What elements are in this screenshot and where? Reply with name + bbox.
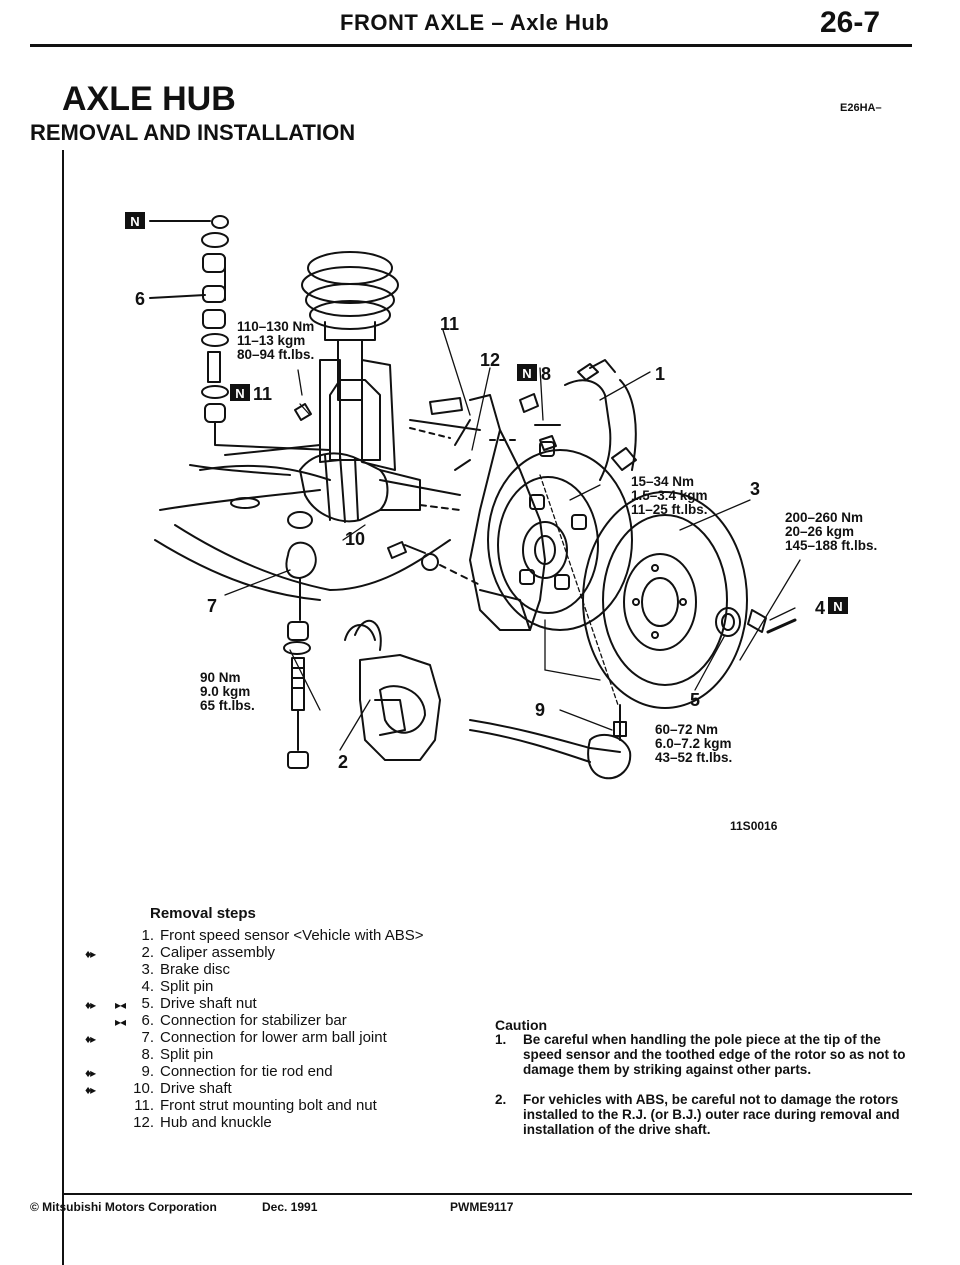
torque-90-nm: 90 Nm [200,670,241,685]
callout-5: 5 [690,690,700,710]
callout-7: 7 [207,596,217,616]
stabilizer-link-stack [201,215,331,451]
torque-60-ftlbs: 43–52 ft.lbs. [655,750,732,765]
lower-arm [154,464,451,621]
figure-id: 11S0016 [730,819,778,833]
torque-60-nm: 60–72 Nm [655,722,718,737]
service-mark: ▸◂ [115,1015,126,1029]
n-box-top: N [125,212,145,229]
exploded-view-diagram: N N N N 6 11 11 12 8 1 3 10 7 4 5 9 2 11… [125,212,877,833]
knuckle [454,394,546,631]
callout-2: 2 [338,752,348,772]
caution-title: Caution [495,1017,548,1033]
caliper [344,620,441,761]
callout-4: 4 [815,598,825,618]
svg-text:N: N [833,599,842,614]
svg-text:N: N [130,214,139,229]
header-title: FRONT AXLE – Axle Hub [340,10,610,35]
svg-text:N: N [522,366,531,381]
callout-9: 9 [535,700,545,720]
n-box-4: N [828,597,848,614]
torque-110-ftlbs: 80–94 ft.lbs. [237,347,314,362]
torque-60-kgm: 6.0–7.2 kgm [655,736,732,751]
torque-110-nm: 110–130 Nm [237,319,314,334]
footer-copyright: © Mitsubishi Motors Corporation [30,1200,217,1214]
service-mark: ♦▸ [85,947,96,961]
service-mark: ♦▸ [85,1066,96,1080]
torque-15-nm: 15–34 Nm [631,474,694,489]
brake-disc [582,491,748,709]
service-mark: ♦▸ [85,1032,96,1046]
torque-15-ftlbs: 11–25 ft.lbs. [631,502,708,517]
n-box-8: N [517,364,537,381]
drive-shaft [189,444,461,523]
hub [487,441,633,631]
section-title: AXLE HUB [62,80,236,118]
section-code: E26HA– [840,102,882,114]
callout-11-lower: 11 [253,384,272,404]
footer-date: Dec. 1991 [262,1200,318,1214]
footer-publication: PWME9117 [450,1200,514,1214]
torque-200-nm: 200–260 Nm [785,510,863,525]
removal-steps-title: Removal steps [150,905,256,922]
speed-sensor [519,359,637,481]
caution-item: 1. Be careful when handling the pole pie… [495,1032,906,1077]
torque-15-kgm: 1.5–3.4 kgm [631,488,708,503]
subsection-title: REMOVAL AND INSTALLATION [30,120,356,145]
callout-6: 6 [135,289,145,309]
left-margin-rule [62,150,64,1265]
service-mark: ▸◂ [115,998,126,1012]
torque-90-ftlbs: 65 ft.lbs. [200,698,255,713]
service-mark: ♦▸ [85,1083,96,1097]
callout-1: 1 [655,364,665,384]
torque-200-ftlbs: 145–188 ft.lbs. [785,538,877,553]
callout-10: 10 [345,529,365,549]
svg-text:N: N [235,386,244,401]
torque-200-kgm: 20–26 kgm [785,524,854,539]
page-number: 26-7 [820,6,881,39]
n-box-11: N [230,384,250,401]
service-mark: ♦▸ [85,998,96,1012]
torque-90-kgm: 9.0 kgm [200,684,250,699]
tie-rod [469,704,632,780]
callout-3: 3 [750,479,760,499]
header-rule [30,44,912,47]
strut-and-spring [301,251,399,471]
callout-8: 8 [541,364,551,384]
footer-rule [62,1193,912,1195]
caution-item: 2. For vehicles with ABS, be careful not… [495,1092,900,1137]
lower-bolt-stack [283,621,311,769]
torque-110-kgm: 11–13 kgm [237,333,305,348]
callout-12: 12 [480,350,500,370]
callout-11: 11 [440,314,459,334]
